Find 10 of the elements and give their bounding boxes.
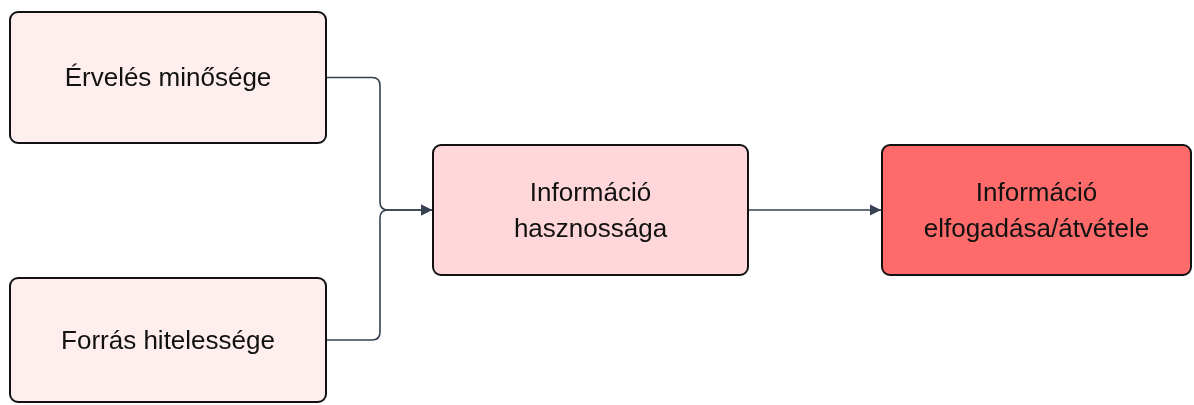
process-box — [432, 144, 749, 276]
box-label: Információ hasznossága — [512, 175, 669, 245]
box-label: Információ elfogadása/átvétele — [922, 175, 1151, 245]
process-box — [881, 144, 1192, 276]
arrow — [748, 204, 882, 216]
box-label: Forrás hitelessége — [61, 323, 275, 357]
process-box — [9, 277, 327, 403]
process-box — [9, 11, 327, 144]
arrow — [326, 204, 433, 341]
box-label: Érvelés minősége — [64, 61, 272, 95]
